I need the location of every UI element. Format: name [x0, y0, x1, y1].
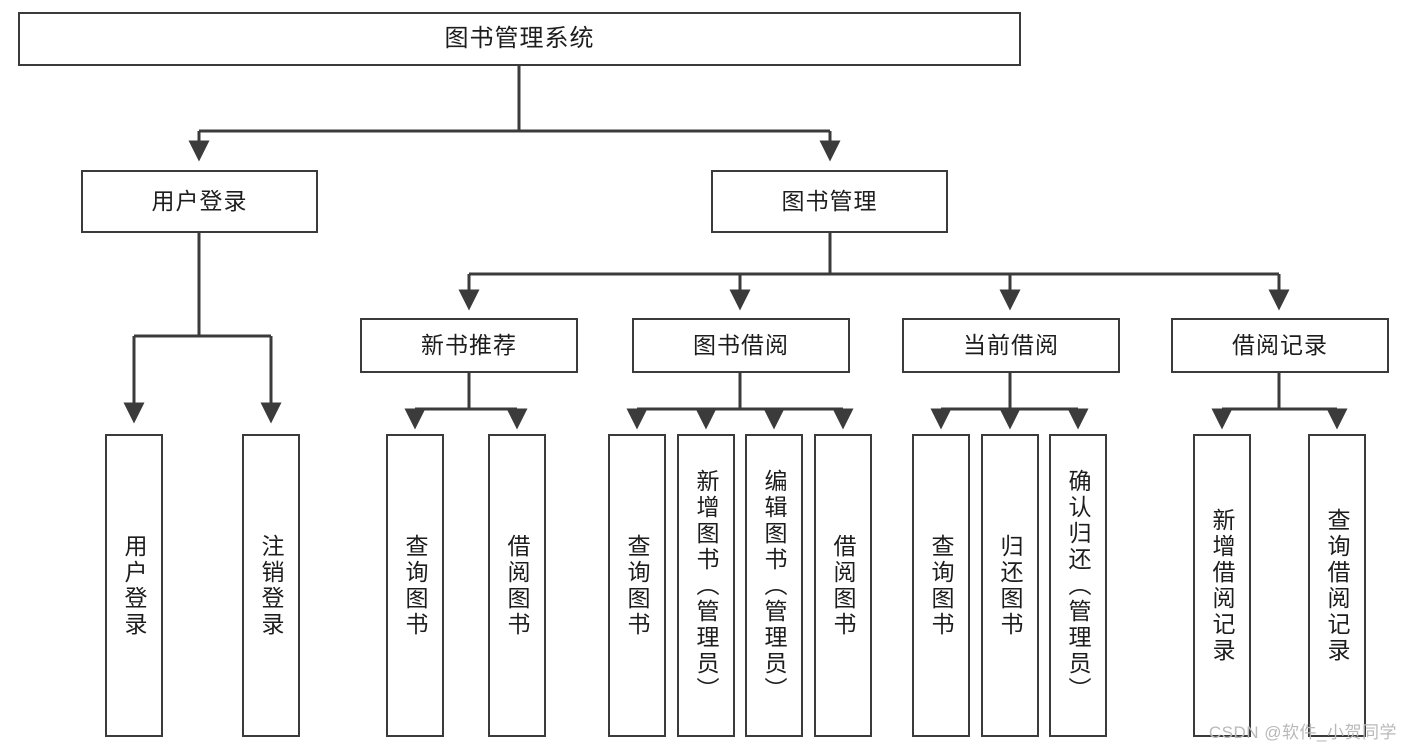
node-label: 查询借阅记录 — [1324, 507, 1351, 664]
node-leaf-add-record[interactable]: 新增借阅记录 — [1193, 434, 1251, 737]
node-leaf-query-book-3[interactable]: 查询图书 — [912, 434, 970, 737]
node-label: 确认归还（管理员） — [1065, 468, 1092, 703]
node-label: 归还图书 — [997, 533, 1024, 638]
node-label: 当前借阅 — [963, 332, 1059, 359]
node-label: 借阅记录 — [1232, 332, 1328, 359]
node-label: 用户登录 — [121, 533, 148, 638]
node-leaf-logout[interactable]: 注销登录 — [242, 434, 300, 737]
node-user-login[interactable]: 用户登录 — [81, 170, 318, 233]
node-borrow-record[interactable]: 借阅记录 — [1171, 318, 1389, 373]
node-leaf-borrow-book-2[interactable]: 借阅图书 — [814, 434, 872, 737]
node-label: 新增图书（管理员） — [693, 468, 720, 703]
node-leaf-query-record[interactable]: 查询借阅记录 — [1308, 434, 1366, 737]
node-leaf-query-book-2[interactable]: 查询图书 — [608, 434, 666, 737]
node-new-book-recommend[interactable]: 新书推荐 — [360, 318, 578, 373]
node-label: 注销登录 — [258, 533, 285, 638]
node-label: 借阅图书 — [504, 533, 531, 638]
node-label: 查询图书 — [624, 533, 651, 638]
node-leaf-confirm-return[interactable]: 确认归还（管理员） — [1049, 434, 1107, 737]
node-label: 查询图书 — [928, 533, 955, 638]
node-book-management[interactable]: 图书管理 — [711, 170, 948, 233]
node-leaf-borrow-book-1[interactable]: 借阅图书 — [488, 434, 546, 737]
node-label: 新书推荐 — [421, 332, 517, 359]
node-label: 图书借阅 — [693, 332, 789, 359]
node-leaf-query-book-1[interactable]: 查询图书 — [386, 434, 444, 737]
node-leaf-user-login[interactable]: 用户登录 — [105, 434, 163, 737]
node-book-borrow[interactable]: 图书借阅 — [632, 318, 850, 373]
node-label: 借阅图书 — [830, 533, 857, 638]
node-root-system[interactable]: 图书管理系统 — [18, 12, 1021, 66]
node-label: 编辑图书（管理员） — [761, 468, 788, 703]
node-leaf-return-book[interactable]: 归还图书 — [981, 434, 1039, 737]
node-label: 图书管理系统 — [444, 25, 595, 53]
node-leaf-edit-book[interactable]: 编辑图书（管理员） — [745, 434, 803, 737]
node-label: 新增借阅记录 — [1209, 507, 1236, 664]
node-current-borrow[interactable]: 当前借阅 — [902, 318, 1120, 373]
node-label: 图书管理 — [781, 188, 878, 215]
node-leaf-add-book[interactable]: 新增图书（管理员） — [677, 434, 735, 737]
node-label: 查询图书 — [402, 533, 429, 638]
node-label: 用户登录 — [151, 188, 248, 215]
csdn-watermark: CSDN @软件_小贺同学 — [1208, 723, 1397, 742]
